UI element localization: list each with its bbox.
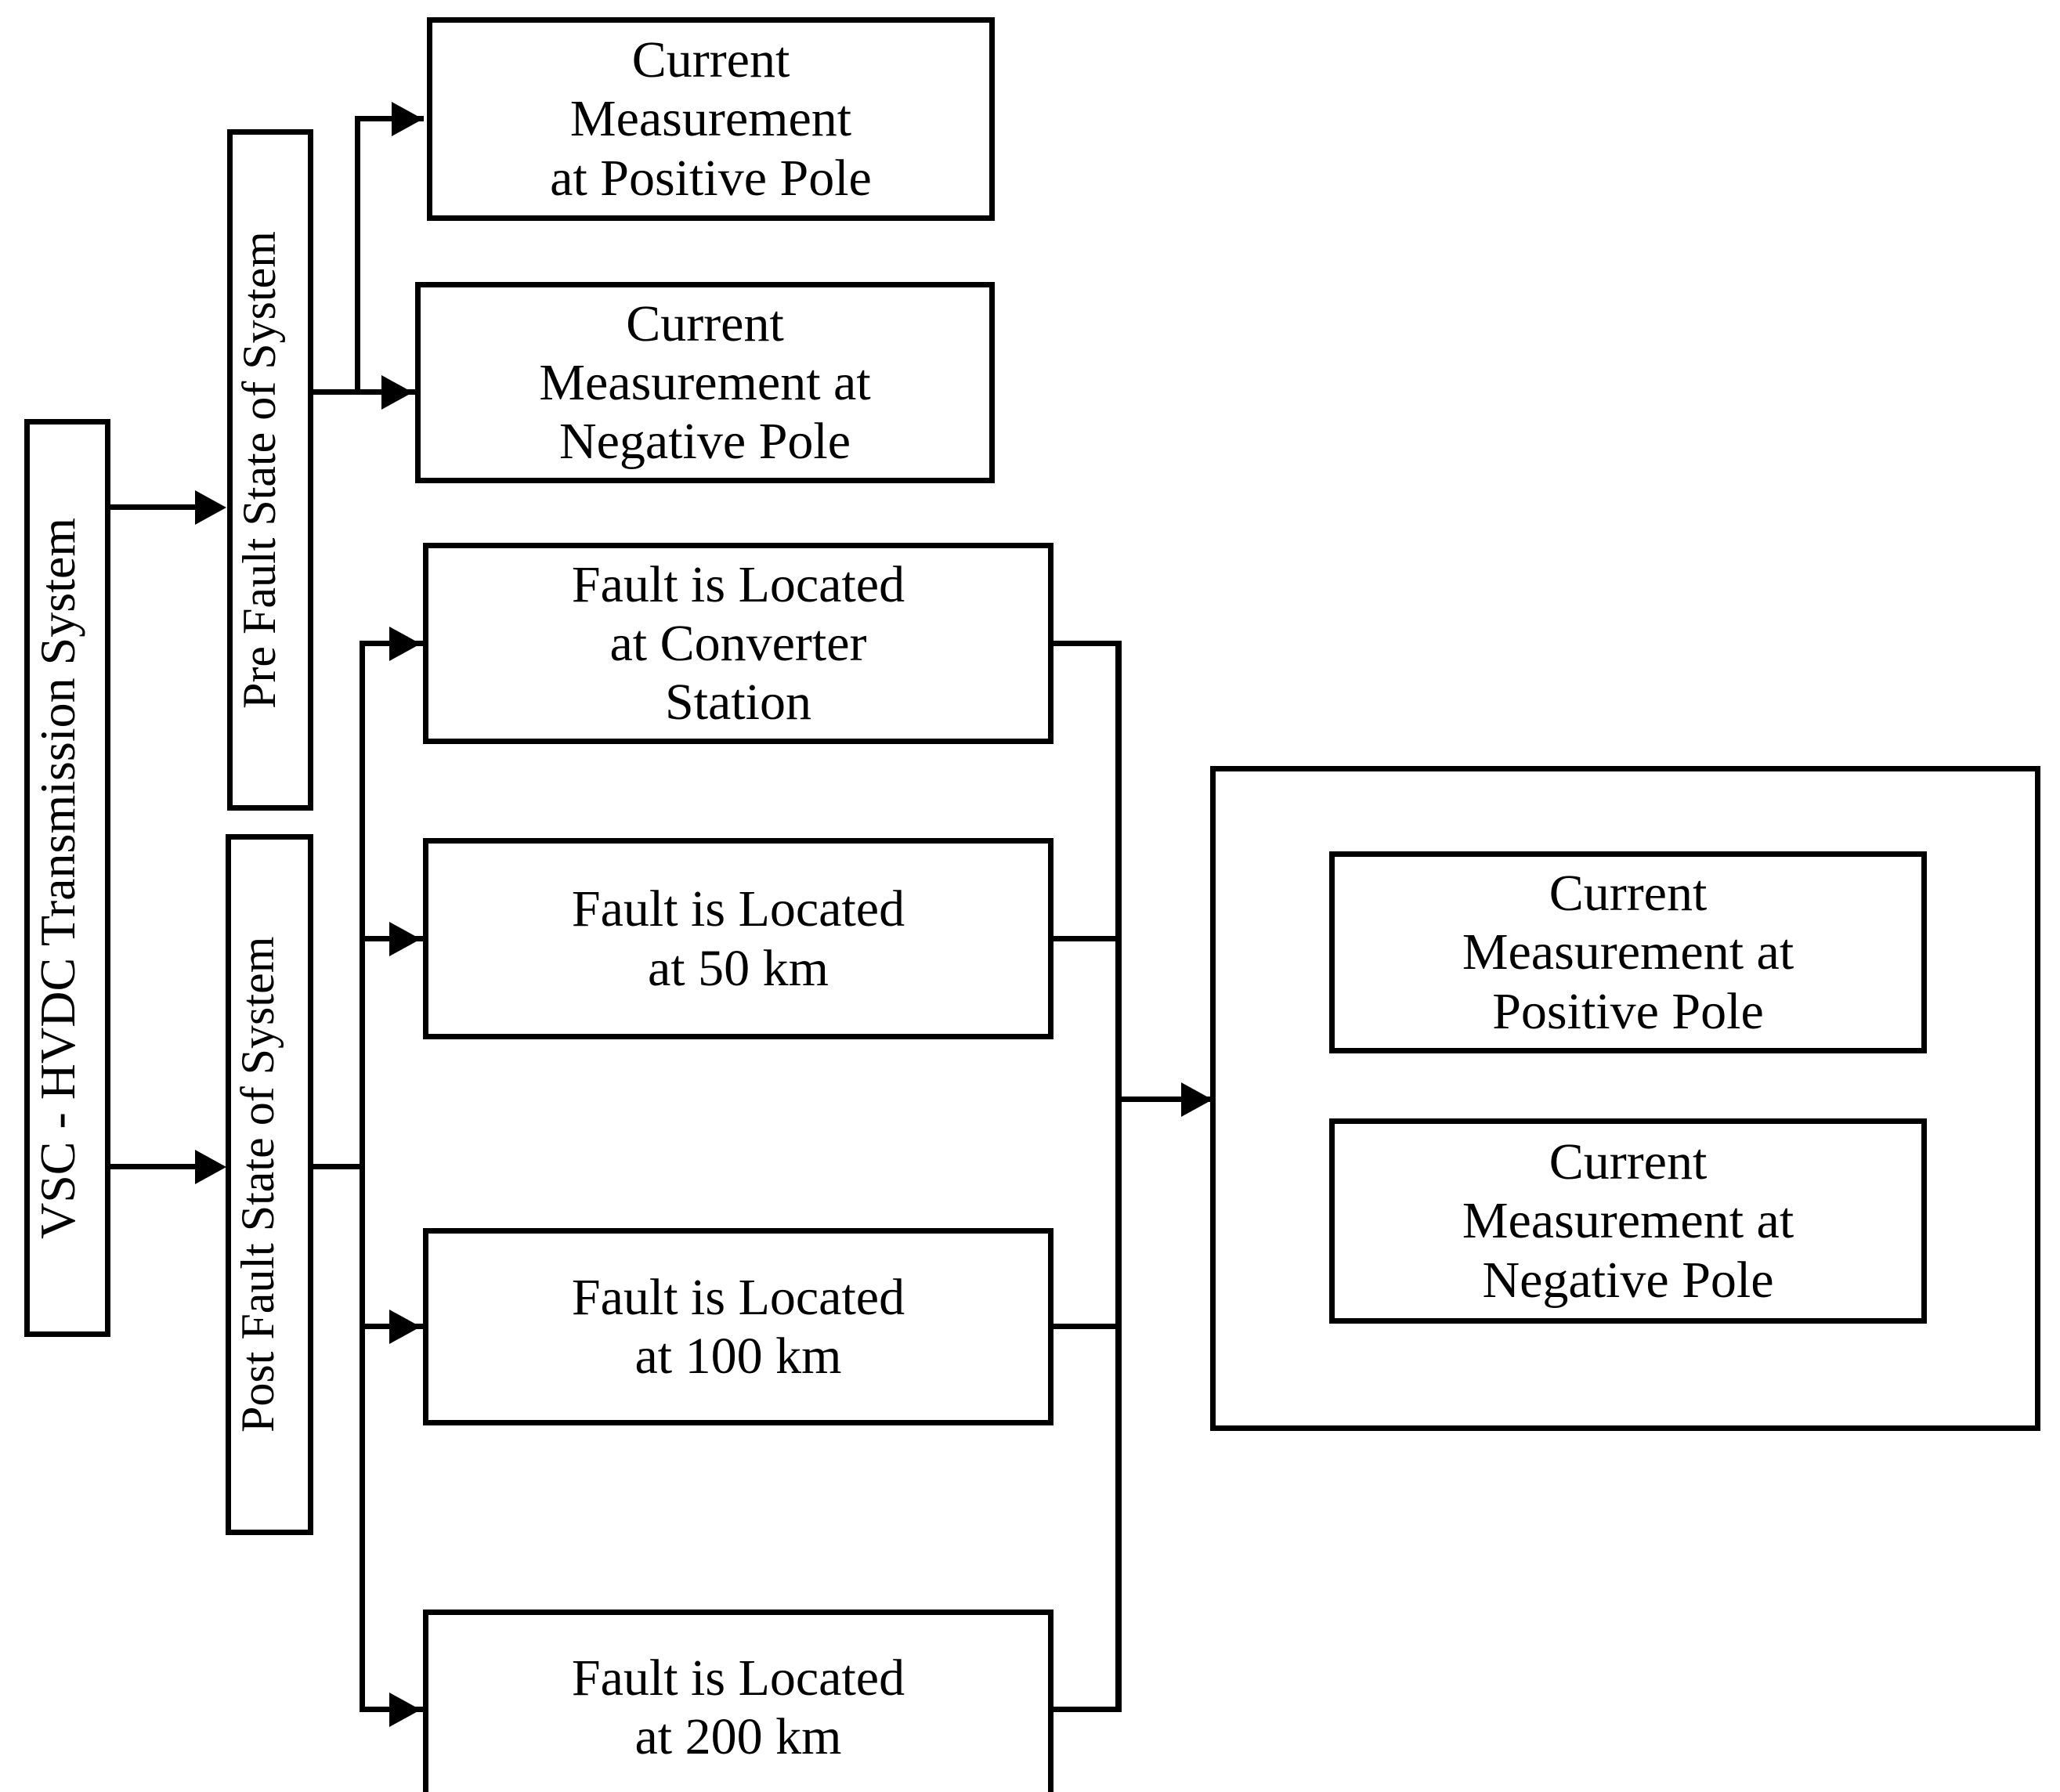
merge-to-result-line (1115, 1097, 1214, 1102)
merge-stub-converter (1053, 641, 1120, 646)
pre-fault-to-positive-arrow (392, 102, 423, 136)
node-vsc-hvdc-transmission-system[interactable]: VSC - HVDC Transmission System (24, 419, 110, 1337)
node-pre-fault-state-of-system-label: Pre Fault State of System (233, 231, 285, 709)
merge-stub-100km (1053, 1324, 1120, 1329)
connector-vsc-to-pre-fault-line (110, 504, 197, 510)
node-fault-located-50km[interactable]: Fault is Located at 50 km (423, 838, 1053, 1039)
pre-fault-branch-stub (313, 389, 360, 395)
node-fault-located-200km-label: Fault is Located at 200 km (571, 1649, 905, 1765)
post-fault-to-converter-arrow (389, 627, 421, 661)
post-fault-branch-stub (313, 1164, 365, 1169)
connector-vsc-to-post-fault-line (110, 1164, 197, 1169)
node-pre-current-measurement-positive-pole-label: Current Measurement at Positive Pole (550, 31, 872, 207)
pre-fault-to-positive-line (355, 116, 424, 121)
node-pre-current-measurement-negative-pole-label: Current Measurement at Negative Pole (539, 294, 871, 471)
pre-fault-branch-bus (355, 116, 360, 395)
node-pre-fault-state-of-system[interactable]: Pre Fault State of System (227, 129, 313, 811)
node-fault-located-converter-station[interactable]: Fault is Located at Converter Station (423, 543, 1053, 744)
node-fault-located-50km-label: Fault is Located at 50 km (571, 880, 905, 997)
pre-fault-to-negative-arrow (381, 375, 413, 410)
node-post-current-measurement-positive-pole-label: Current Measurement at Positive Pole (1462, 865, 1794, 1040)
node-fault-located-converter-station-label: Fault is Located at Converter Station (571, 555, 905, 732)
connector-vsc-to-post-fault-arrow (195, 1150, 226, 1184)
connector-vsc-to-pre-fault-arrow (195, 490, 226, 525)
node-fault-located-100km[interactable]: Fault is Located at 100 km (423, 1228, 1053, 1425)
post-fault-branch-bus (360, 641, 365, 1712)
node-fault-located-100km-label: Fault is Located at 100 km (571, 1268, 905, 1385)
node-post-current-measurement-negative-pole[interactable]: Current Measurement at Negative Pole (1329, 1118, 1927, 1324)
node-post-fault-state-of-system-label: Post Fault State of System (232, 936, 284, 1433)
node-post-fault-state-of-system[interactable]: Post Fault State of System (226, 834, 313, 1535)
post-fault-to-50km-arrow (389, 922, 421, 956)
node-pre-current-measurement-positive-pole[interactable]: Current Measurement at Positive Pole (427, 17, 995, 221)
node-post-current-measurement-positive-pole[interactable]: Current Measurement at Positive Pole (1329, 851, 1927, 1053)
merge-to-result-arrow (1181, 1082, 1213, 1117)
node-fault-located-200km[interactable]: Fault is Located at 200 km (423, 1610, 1053, 1792)
post-fault-to-100km-arrow (389, 1310, 421, 1344)
merge-stub-50km (1053, 936, 1120, 941)
node-pre-current-measurement-negative-pole[interactable]: Current Measurement at Negative Pole (415, 282, 995, 483)
node-post-current-measurement-negative-pole-label: Current Measurement at Negative Pole (1462, 1133, 1794, 1309)
merge-bus (1115, 641, 1122, 1712)
node-vsc-hvdc-transmission-system-label: VSC - HVDC Transmission System (30, 517, 85, 1239)
post-fault-to-200km-arrow (389, 1693, 421, 1727)
merge-stub-200km (1053, 1707, 1120, 1712)
